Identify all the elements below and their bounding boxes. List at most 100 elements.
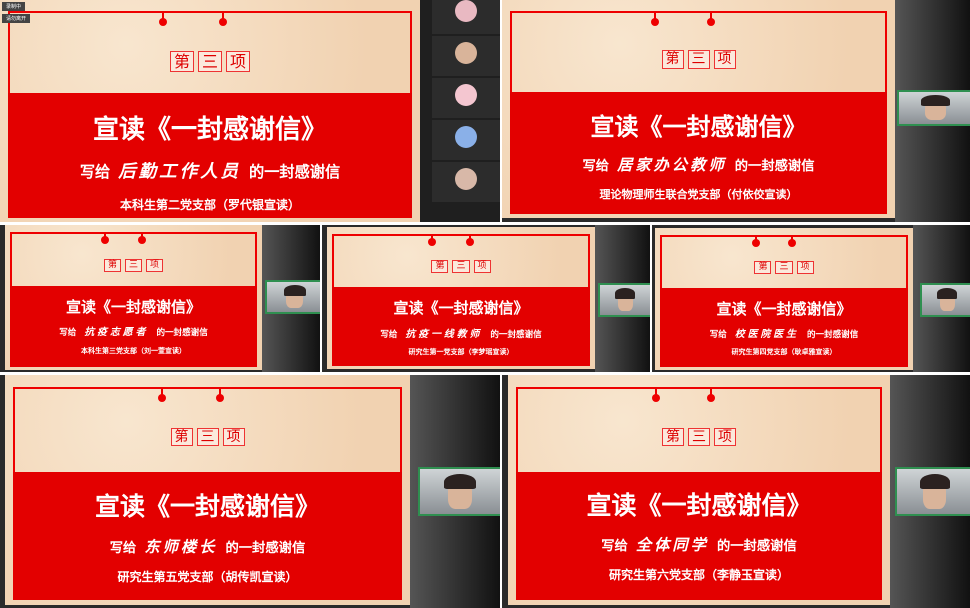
participant-tile[interactable] — [432, 162, 500, 202]
participant-video[interactable] — [920, 283, 970, 317]
participant-video[interactable] — [895, 467, 970, 516]
meeting-screen-4: 第 三 项 宣读《一封感谢信》 写给抗疫一线教师的一封感谢信 研究生第一党支部（… — [322, 225, 650, 372]
heading-char: 项 — [796, 261, 814, 275]
participant-tile[interactable] — [432, 36, 500, 76]
slide-title: 宣读《一封感谢信》 — [94, 492, 320, 522]
heading-char: 项 — [714, 427, 736, 447]
slide-heading: 第 三 项 — [15, 427, 400, 447]
participant-video[interactable] — [265, 280, 320, 314]
presentation-slide: 第 三 项 宣读《一封感谢信》 写给全体同学的一封感谢信 研究生第六党支部（李静… — [508, 375, 890, 605]
slide-title: 宣读《一封感谢信》 — [92, 115, 327, 146]
recipient: 抗疫志愿者 — [84, 327, 149, 339]
slide-title: 宣读《一封感谢信》 — [716, 299, 852, 318]
branch-reader: 研究生第六党支部（李静玉宣读） — [608, 568, 789, 583]
participant-video[interactable] — [418, 467, 500, 516]
slide-top-frame: 第 三 项 — [13, 386, 402, 474]
to-prefix: 写给 — [109, 540, 137, 556]
presentation-slide: 第 三 项 宣读《一封感谢信》 写给抗疫志愿者的一封感谢信 本科生第三党支部（刘… — [5, 225, 262, 370]
avatar — [455, 0, 477, 22]
participant-sidebar[interactable] — [420, 0, 500, 222]
recipient-line: 写给全体同学的一封感谢信 — [516, 533, 883, 555]
slide-content: 宣读《一封感谢信》 写给东师楼长的一封感谢信 研究生第五党支部（胡传凯宣读） — [13, 471, 402, 601]
to-suffix: 的一封感谢信 — [156, 328, 208, 339]
avatar — [455, 42, 477, 64]
branch-reader: 理论物理师生联合党支部（付依佼宣读） — [599, 188, 798, 202]
heading-char: 三 — [688, 427, 710, 447]
slide-top-frame: 第 三 项 — [660, 235, 908, 290]
pin-decoration — [788, 237, 797, 247]
slide-heading: 第 三 项 — [662, 261, 906, 275]
slide-heading: 第 三 项 — [518, 427, 881, 447]
recipient: 居家办公教师 — [617, 155, 727, 174]
slide-title: 宣读《一封感谢信》 — [65, 297, 201, 316]
to-prefix: 写给 — [79, 163, 111, 182]
heading-char: 项 — [226, 50, 251, 73]
participant-video[interactable] — [598, 283, 650, 317]
slide-content: 宣读《一封感谢信》 写给校医院医生的一封感谢信 研究生第四党支部（耿卓雅宣读） — [660, 287, 908, 368]
meeting-screen-1: 第 三 项 宣读《一封感谢信》 写给后勤工作人员的一封感谢信 本科生第二党支部（… — [0, 0, 500, 222]
recipient-line: 写给抗疫一线教师的一封感谢信 — [332, 326, 589, 340]
presentation-slide: 第 三 项 宣读《一封感谢信》 写给东师楼长的一封感谢信 研究生第五党支部（胡传… — [5, 375, 410, 605]
presentation-slide: 第 三 项 宣读《一封感谢信》 写给校医院医生的一封感谢信 研究生第四党支部（耿… — [655, 228, 913, 370]
heading-char: 三 — [197, 50, 222, 73]
participant-video[interactable] — [897, 90, 970, 126]
pin-decoration — [218, 13, 227, 27]
pin-decoration — [101, 234, 110, 244]
to-prefix: 写给 — [582, 158, 610, 174]
recording-note: 请勿离开 — [2, 14, 31, 23]
heading-char: 项 — [713, 49, 736, 69]
heading-char: 三 — [452, 260, 470, 274]
pin-decoration — [159, 13, 168, 27]
heading-char: 第 — [103, 258, 121, 272]
pin-decoration — [706, 12, 715, 26]
to-suffix: 的一封感谢信 — [249, 163, 341, 182]
to-prefix: 写给 — [59, 328, 77, 339]
heading-char: 第 — [169, 50, 194, 73]
recipient-line: 写给东师楼长的一封感谢信 — [13, 535, 402, 557]
slide-top-frame: 第 三 项 — [10, 232, 257, 288]
pin-decoration — [158, 388, 167, 403]
heading-char: 第 — [754, 261, 772, 275]
pin-decoration — [465, 236, 474, 246]
pin-decoration — [650, 12, 659, 26]
to-suffix: 的一封感谢信 — [734, 158, 815, 174]
recording-indicator[interactable]: 录制中 — [2, 2, 26, 11]
branch-reader: 研究生第四党支部（耿卓雅宣读） — [731, 348, 837, 357]
meeting-screen-6: 第 三 项 宣读《一封感谢信》 写给东师楼长的一封感谢信 研究生第五党支部（胡传… — [0, 375, 500, 608]
slide-content: 宣读《一封感谢信》 写给抗疫一线教师的一封感谢信 研究生第一党支部（李梦瑶宣读） — [332, 286, 590, 367]
recipient: 抗疫一线教师 — [405, 328, 483, 340]
heading-char: 项 — [473, 260, 491, 274]
recipient-line: 写给校医院医生的一封感谢信 — [660, 326, 908, 340]
slide-title: 宣读《一封感谢信》 — [393, 298, 529, 317]
recipient-line: 写给后勤工作人员的一封感谢信 — [8, 158, 411, 183]
participant-tile[interactable] — [432, 0, 500, 34]
pin-decoration — [427, 236, 436, 246]
heading-char: 项 — [146, 258, 164, 272]
slide-title: 宣读《一封感谢信》 — [590, 112, 807, 141]
participant-hair — [444, 473, 476, 490]
recipient: 后勤工作人员 — [118, 162, 242, 183]
slide-heading: 第 三 项 — [10, 50, 409, 73]
participant-hair — [919, 473, 950, 490]
participant-hair — [615, 288, 635, 299]
pin-decoration — [652, 388, 661, 403]
pin-decoration — [706, 388, 715, 403]
slide-heading: 第 三 项 — [12, 258, 255, 272]
slide-top-frame: 第 三 项 — [332, 234, 590, 289]
slide-title: 宣读《一封感谢信》 — [586, 491, 812, 521]
meeting-screen-2: 第 三 项 宣读《一封感谢信》 写给居家办公教师的一封感谢信 理论物理师生联合党… — [502, 0, 970, 222]
avatar — [455, 126, 477, 148]
branch-reader: 研究生第五党支部（胡传凯宣读） — [117, 570, 298, 585]
recipient: 东师楼长 — [144, 537, 218, 556]
slide-top-frame: 第 三 项 — [515, 386, 883, 474]
slide-content: 宣读《一封感谢信》 写给居家办公教师的一封感谢信 理论物理师生联合党支部（付依佼… — [509, 91, 888, 214]
participant-tile[interactable] — [432, 120, 500, 160]
to-suffix: 的一封感谢信 — [225, 540, 306, 556]
heading-char: 项 — [222, 427, 245, 447]
pin-decoration — [137, 234, 146, 244]
heading-char: 三 — [196, 427, 219, 447]
to-suffix: 的一封感谢信 — [806, 329, 859, 340]
participant-tile[interactable] — [432, 78, 500, 118]
slide-content: 宣读《一封感谢信》 写给后勤工作人员的一封感谢信 本科生第二党支部（罗代银宣读） — [8, 93, 412, 218]
slide-heading: 第 三 项 — [512, 49, 885, 69]
